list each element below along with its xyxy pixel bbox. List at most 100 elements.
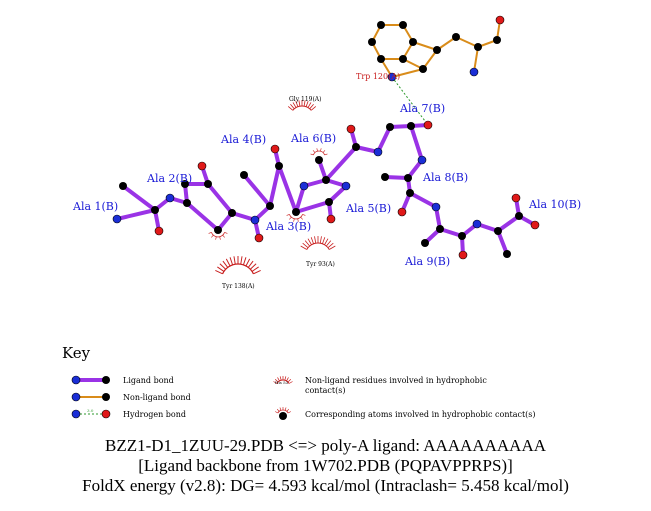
residue-label-ala10: Ala 10(B): [528, 198, 581, 211]
residue-label-ala3: Ala 3(B): [265, 220, 311, 233]
arc-spoke: [249, 263, 257, 270]
hydrophobic-arc-tyr138: [215, 256, 261, 275]
arc-spoke: [242, 257, 247, 266]
ligand-nitrogen-atom: [250, 215, 260, 225]
ligand-oxygen-atom: [511, 193, 521, 203]
residue-label-ala4: Ala 4(B): [220, 133, 266, 146]
residue-label-ala6: Ala 6(B): [290, 132, 336, 145]
ligand-oxygen-atom: [346, 124, 356, 134]
ligand-carbon-atom: [183, 199, 191, 207]
trp120-carbon-atom: [377, 21, 385, 29]
trp120-carbon-atom: [399, 55, 407, 63]
ligand-carbon-atom: [386, 123, 394, 131]
arc: [312, 150, 326, 156]
ligand-oxygen-atom: [397, 207, 407, 217]
arc-spoke: [286, 214, 290, 216]
ligand-bond: [408, 191, 438, 209]
key-corresponding-atoms-label: Corresponding atoms involved in hydropho…: [305, 410, 536, 419]
caption-line-1: BZZ1-D1_1ZUU-29.PDB <=> poly-A ligand: A…: [105, 436, 546, 455]
trp120-carbon-atom: [452, 33, 460, 41]
key-nonligand-bond: Non-ligand bond: [71, 392, 191, 402]
arc-spoke: [300, 216, 303, 220]
key-ligand-bond-label: Ligand bond: [123, 376, 174, 385]
ligand-oxygen-atom: [270, 144, 280, 154]
residue-label-ala5: Ala 5(B): [345, 202, 391, 215]
trp120-nitrogen-atom: [469, 67, 479, 77]
ligand-oxygen-atom: [458, 250, 468, 260]
atom-arc-ala6: [310, 148, 328, 156]
nonligand-bond: [455, 36, 479, 48]
arc-spoke: [324, 238, 329, 245]
key-atom-arc: [275, 407, 291, 414]
arc-spoke: [322, 150, 326, 153]
ligand-nitrogen-atom: [417, 155, 427, 165]
caption-line-3: FoldX energy (v2.8): DG= 4.593 kcal/mol …: [82, 476, 569, 495]
trp120-carbon-atom: [474, 43, 482, 51]
arc-spoke: [293, 218, 295, 222]
arc: [289, 214, 303, 220]
key-oxygen-atom: [101, 409, 111, 419]
arc-spoke: [219, 263, 227, 270]
ligand-carbon-atom: [181, 180, 189, 188]
atom-arc-ala3: [286, 214, 306, 222]
key-residue-arc: [273, 376, 293, 384]
arc-spoke: [233, 256, 236, 265]
residue-label-ala8: Ala 8(B): [422, 171, 468, 184]
hydrophobic-arc-gly119: [287, 100, 317, 111]
residue-label-ala2: Ala 2(B): [146, 172, 192, 185]
ligand-carbon-atom: [151, 206, 159, 214]
arc-spoke: [326, 240, 332, 247]
key-hydrophobic-arc: [273, 376, 293, 384]
arc-spoke: [240, 256, 243, 265]
arc-spoke: [300, 245, 307, 250]
ligand-bond: [268, 164, 281, 208]
key-legend: Key Ligand bond Non-ligand bond 3.0 Hydr…: [62, 344, 536, 420]
arc-spoke: [312, 150, 316, 153]
ligand-carbon-atom: [240, 171, 248, 179]
key-ligand-bond: Ligand bond: [71, 375, 174, 385]
ligand-carbon-atom: [214, 226, 222, 234]
ligand-carbon-atom: [228, 209, 236, 217]
ligand-bond: [242, 173, 272, 208]
ligand-bond: [206, 182, 234, 215]
trp120-carbon-atom: [419, 65, 427, 73]
arc-spoke: [329, 245, 336, 250]
ligand-bond: [294, 200, 331, 214]
arc-spoke: [274, 378, 279, 383]
ligand-bond: [496, 214, 521, 233]
ligand-carbon-atom: [325, 198, 333, 206]
arc-spoke: [284, 407, 287, 411]
arc-spoke: [276, 408, 280, 412]
ligand-carbon-atom: [494, 227, 502, 235]
residue-label-ala9: Ala 9(B): [404, 255, 450, 268]
key-nitrogen-atom: [71, 392, 81, 402]
ligand-carbon-atom: [436, 225, 444, 233]
arc-spoke: [327, 242, 334, 248]
key-atom-arc: [275, 407, 291, 414]
arc-spoke: [279, 376, 282, 381]
nonligand-labels: Trp 120(A) Gly 119(A) Tyr 93(A) Tyr 138(…: [222, 72, 400, 290]
residue-labels: Ala 1(B) Ala 2(B) Ala 3(B) Ala 4(B) Ala …: [72, 102, 581, 268]
arc-spoke: [309, 103, 314, 110]
arc-spoke: [314, 236, 317, 244]
ligand-carbon-atom: [406, 189, 414, 197]
arc-spoke: [319, 236, 322, 244]
arc-spoke: [302, 242, 309, 248]
ligand-bond: [121, 184, 157, 212]
nonligand-bond: [391, 68, 424, 78]
ligand-carbon-atom: [458, 232, 466, 240]
key-nonligand-residues-label-1: Non-ligand residues involved in hydropho…: [305, 376, 487, 385]
hydrophobic-arc-tyr93: [300, 236, 336, 250]
arc-spoke: [307, 102, 312, 108]
nonligand-label-trp120: Trp 120(A): [356, 72, 400, 81]
ligand-carbon-atom: [503, 250, 511, 258]
arc-spoke: [253, 269, 261, 275]
arc-spoke: [305, 100, 309, 107]
key-nitrogen-atom: [71, 375, 81, 385]
ligand-oxygen-atom: [423, 120, 433, 130]
ligand-bond: [496, 229, 509, 256]
ligand-carbon-atom: [407, 122, 415, 130]
ligand-carbon-atom: [515, 212, 523, 220]
arc-spoke: [284, 376, 287, 381]
trp120-carbon-atom: [409, 38, 417, 46]
